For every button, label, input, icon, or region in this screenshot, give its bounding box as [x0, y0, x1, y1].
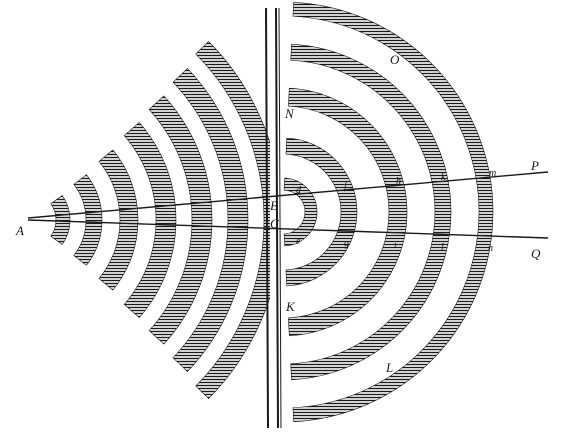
label-slit-b: B [270, 198, 278, 213]
label-point-h: h [396, 176, 401, 187]
label-ray-p: P [530, 158, 539, 173]
incident-band-2 [73, 174, 103, 266]
label-point-m: m [489, 168, 496, 179]
label-source-a: A [15, 223, 24, 238]
label-point-l: l [441, 242, 444, 253]
diffracted-band-3 [288, 87, 408, 337]
label-point-e: e [296, 236, 301, 247]
incident-band-4 [123, 121, 177, 319]
label-outer-l: L [385, 360, 393, 375]
label-point-n: n [488, 243, 493, 254]
ray-upper [27, 171, 549, 219]
label-ray-q: Q [531, 246, 541, 261]
label-point-i: i [394, 240, 397, 251]
label-point-d: d [296, 185, 302, 196]
label-point-f: f [344, 181, 348, 192]
diffracted-band-4 [290, 43, 452, 381]
diffracted-wave-bands [283, 1, 494, 423]
incident-band-6 [172, 68, 249, 372]
label-point-g: g [344, 238, 349, 249]
incident-band-1 [50, 195, 71, 245]
incident-band-5 [148, 95, 213, 345]
screen-line-right-inner [278, 7, 282, 429]
label-screen-n: N [284, 106, 295, 121]
incident-band-7 [195, 40, 270, 400]
label-point-k: k [441, 172, 446, 183]
label-screen-k: K [285, 299, 296, 314]
screen-line-right [275, 7, 279, 429]
label-slit-c: C [270, 216, 279, 231]
incident-wave-bands [50, 40, 270, 400]
label-outer-o: O [390, 52, 400, 67]
screen-line-left [265, 7, 269, 429]
diffracted-band-2 [285, 137, 358, 287]
diffracted-band-5 [292, 1, 494, 423]
ray-lower [27, 219, 549, 239]
incident-band-3 [98, 149, 139, 291]
